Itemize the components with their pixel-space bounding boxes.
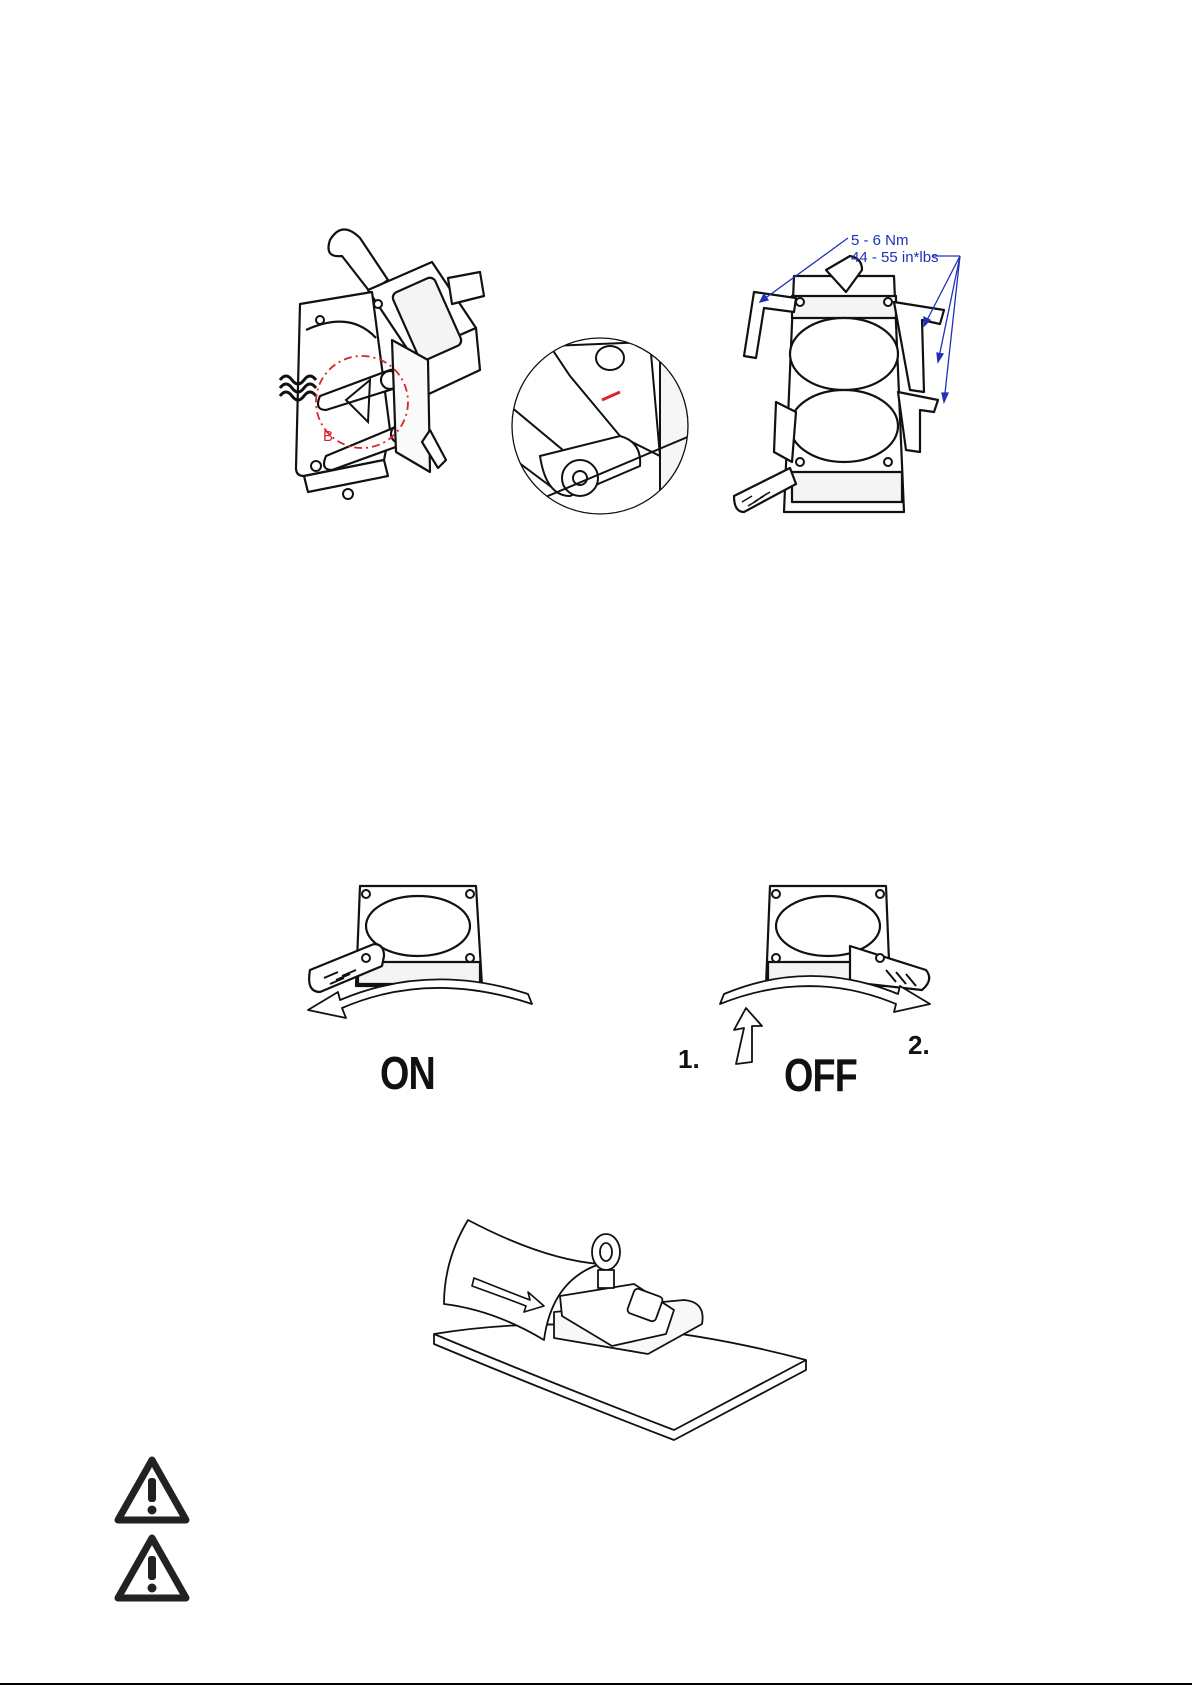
device-off-illustration [690,886,940,1066]
device-on-illustration [300,886,540,1036]
torque-inlbs-text: 44 - 55 in*lbs [851,249,939,266]
torque-annotation: 5 - 6 Nm 44 - 55 in*lbs [851,232,939,266]
step-2-label: 2. [908,1030,930,1061]
warning-triangle-icon [114,1534,190,1602]
device-left-illustration [280,220,520,520]
warning-triangle-icon [114,1456,190,1524]
device-on-sheet-illustration [434,1220,814,1442]
torque-nm-text: 5 - 6 Nm [851,232,939,249]
off-label: OFF [784,1048,857,1102]
step-1-label: 1. [678,1044,700,1075]
marker-b-label: B [323,428,333,445]
detail-zoom-circle [510,336,690,516]
on-label: ON [380,1046,435,1100]
